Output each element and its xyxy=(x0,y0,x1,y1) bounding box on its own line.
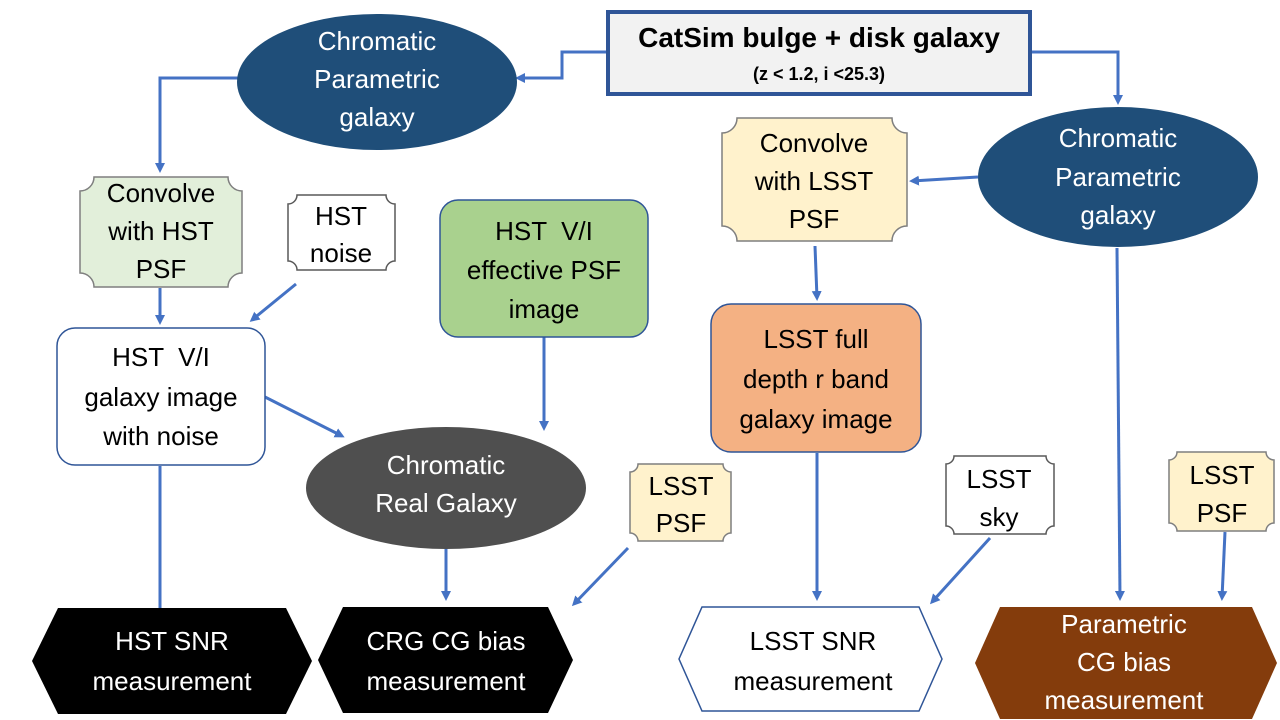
crg-cg-bias-measurement-node: CRG CG bias measurement xyxy=(318,607,573,713)
node-line: LSST xyxy=(966,464,1031,494)
node-line: Parametric xyxy=(1061,609,1187,639)
node-line: HST xyxy=(315,201,367,231)
lsst-galaxy-image-node: LSST full depth r band galaxy image xyxy=(710,303,922,453)
node-line: HST V/I xyxy=(112,342,210,372)
node-line: HST V/I xyxy=(495,216,593,246)
node-line: sky xyxy=(980,502,1019,532)
node-line: PSF xyxy=(1197,498,1248,528)
node-line: LSST xyxy=(1189,460,1254,490)
node-line: with LSST xyxy=(754,166,874,196)
node-line: Convolve xyxy=(107,178,215,208)
chromatic-real-galaxy-node: Chromatic Real Galaxy xyxy=(306,427,586,549)
arrow-right-galaxy-to-convolve-lsst xyxy=(909,175,979,186)
node-line: galaxy xyxy=(1080,200,1155,230)
lsst-psf-mid-node: LSST PSF xyxy=(629,463,732,542)
convolve-lsst-psf-node: Convolve with LSST PSF xyxy=(721,117,908,242)
node-line: Chromatic xyxy=(387,450,505,480)
node-line: Real Galaxy xyxy=(375,488,517,518)
catsim-title: CatSim bulge + disk galaxy xyxy=(638,22,1000,53)
hst-noise-node: HST noise xyxy=(287,194,396,271)
node-line: galaxy image xyxy=(739,404,892,434)
node-line: CRG CG bias xyxy=(367,626,526,656)
node-line: with HST xyxy=(107,216,214,246)
hst-galaxy-image-node: HST V/I galaxy image with noise xyxy=(56,327,266,466)
node-line: with noise xyxy=(102,421,219,451)
arrow-convolve-lsst-to-lsst-image xyxy=(811,245,822,301)
node-line: depth r band xyxy=(743,364,889,394)
arrow-catsim-to-left-galaxy xyxy=(515,50,608,83)
connectors xyxy=(155,50,1228,608)
node-line: noise xyxy=(310,238,372,268)
node-line: LSST full xyxy=(763,324,868,354)
arrow-lsst-psf-to-crg-bias xyxy=(571,546,630,607)
node-line: effective PSF xyxy=(467,255,621,285)
chromatic-parametric-galaxy-left-node: Chromatic Parametric galaxy xyxy=(237,14,517,150)
node-line: Parametric xyxy=(314,64,440,94)
node-line: image xyxy=(509,294,580,324)
node-line: PSF xyxy=(136,254,187,284)
node-line: galaxy xyxy=(339,102,414,132)
node-line: Chromatic xyxy=(318,26,436,56)
node-line: PSF xyxy=(656,508,707,538)
node-line: measurement xyxy=(1045,685,1205,715)
hst-effective-psf-image-node: HST V/I effective PSF image xyxy=(439,199,649,338)
node-line: Convolve xyxy=(760,128,868,158)
node-line: measurement xyxy=(367,666,527,696)
arrow-hst-image-to-real-galaxy xyxy=(264,395,345,438)
arrow-lsst-sky-to-lsst-snr xyxy=(929,536,992,605)
node-line: LSST SNR xyxy=(750,626,877,656)
node-line: measurement xyxy=(93,666,253,696)
node-line: Chromatic xyxy=(1059,123,1177,153)
lsst-psf-right-node: LSST PSF xyxy=(1168,451,1275,532)
parametric-cg-bias-measurement-node: Parametric CG bias measurement xyxy=(975,607,1277,719)
arrow-lsst-psf-right-to-parametric-bias xyxy=(1217,531,1228,601)
convolve-hst-psf-node: Convolve with HST PSF xyxy=(79,176,243,288)
node-line: LSST xyxy=(648,471,713,501)
node-line: galaxy image xyxy=(84,382,237,412)
catsim-source-node: CatSim bulge + disk galaxy (z < 1.2, i <… xyxy=(606,10,1032,96)
hst-snr-measurement-node: HST SNR measurement xyxy=(32,608,312,714)
node-line: PSF xyxy=(789,204,840,234)
arrow-left-galaxy-to-convolve-hst xyxy=(155,76,240,173)
node-line: HST SNR xyxy=(115,626,229,656)
lsst-sky-node: LSST sky xyxy=(945,455,1055,535)
chromatic-parametric-galaxy-right-node: Chromatic Parametric galaxy xyxy=(978,107,1258,247)
catsim-subtitle: (z < 1.2, i <25.3) xyxy=(753,64,885,84)
node-line: measurement xyxy=(734,666,894,696)
arrow-right-galaxy-to-parametric-bias xyxy=(1114,247,1125,601)
node-line: CG bias xyxy=(1077,647,1171,677)
arrow-hst-noise-to-hst-image xyxy=(249,282,297,322)
arrow-catsim-to-right-galaxy xyxy=(1030,50,1123,105)
lsst-snr-measurement-node: LSST SNR measurement xyxy=(678,606,943,712)
node-line: Parametric xyxy=(1055,162,1181,192)
